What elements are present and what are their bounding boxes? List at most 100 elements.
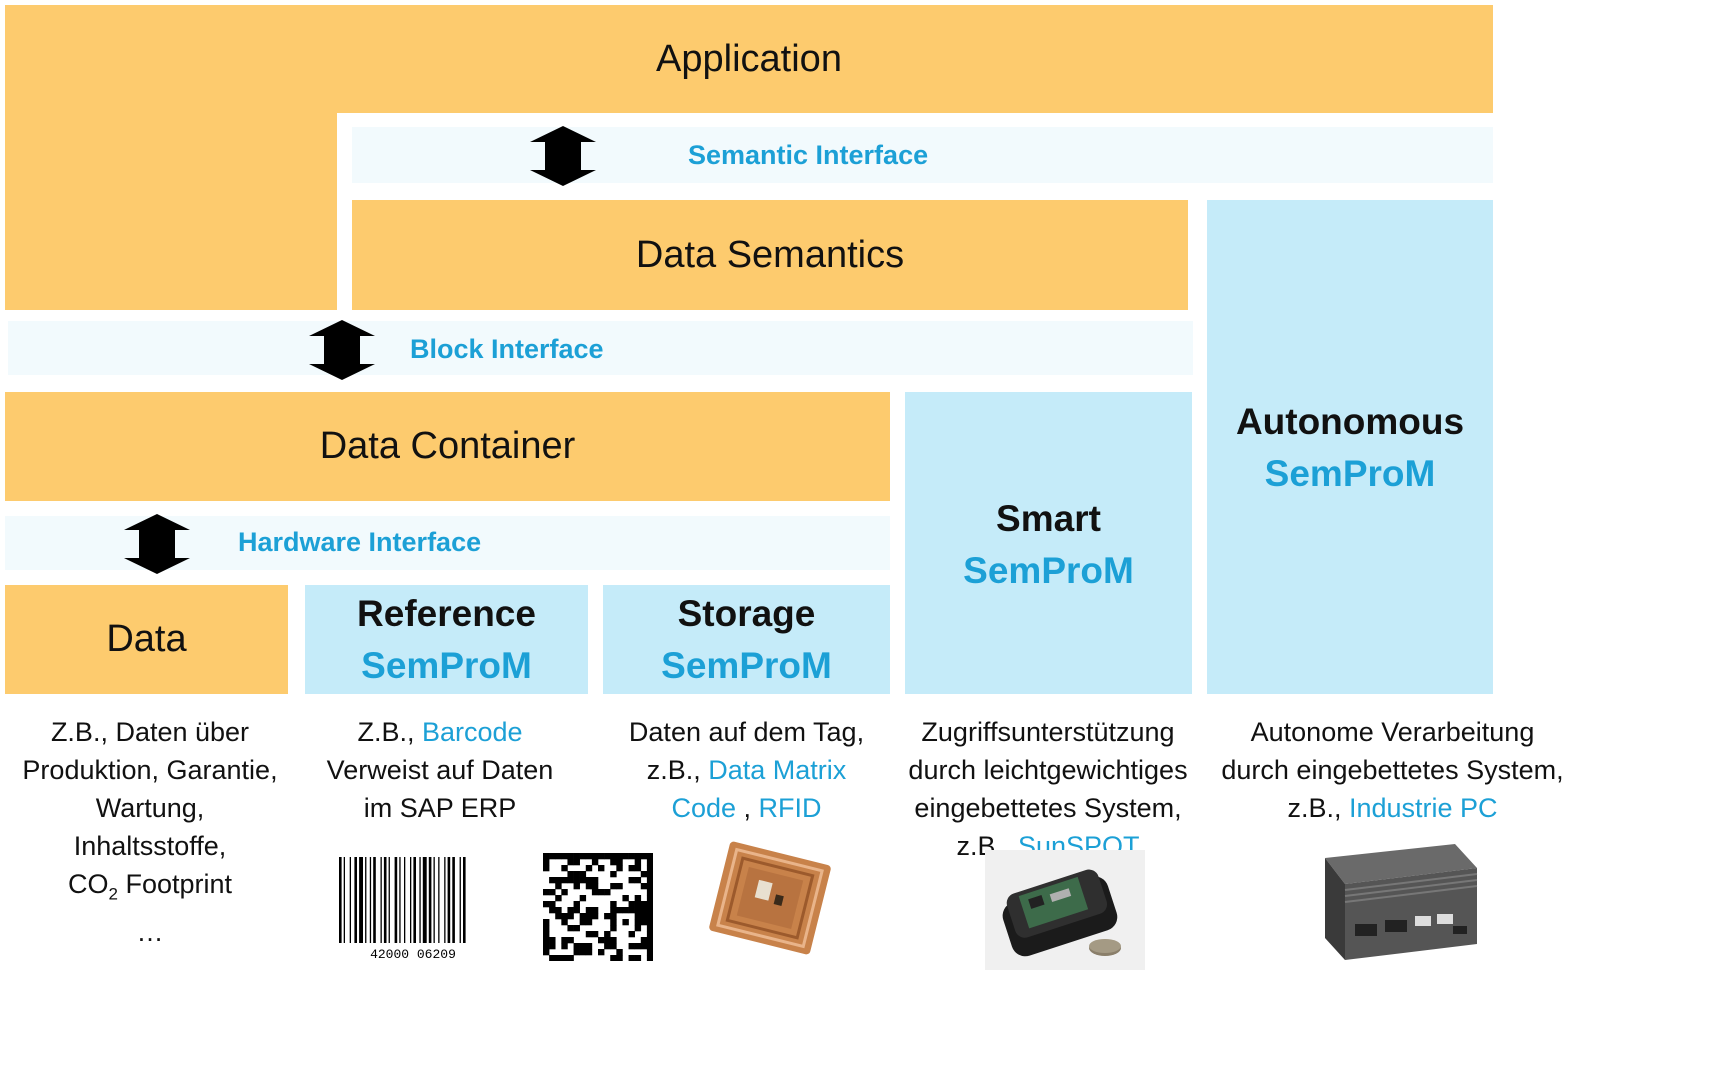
matrix-cell [567, 937, 574, 944]
matrix-cell [549, 889, 556, 896]
matrix-cell [640, 883, 648, 890]
barcode-bar [444, 857, 446, 943]
matrix-cell [585, 913, 593, 920]
desc-line: Verweist auf Daten [326, 755, 554, 785]
reference-semprom-block: Reference SemProM [305, 585, 588, 694]
matrix-cell [622, 919, 629, 926]
matrix-cell [598, 937, 605, 944]
barcode-bar [413, 857, 416, 943]
matrix-cell [573, 853, 580, 860]
matrix-cell [549, 877, 556, 884]
block-interface-label: Block Interface [410, 334, 604, 364]
matrix-cell [628, 943, 635, 950]
matrix-cell [610, 943, 617, 950]
matrix-cell [561, 877, 568, 884]
matrix-cell [573, 859, 580, 866]
desc-line: Zugriffsunterstützung [921, 717, 1175, 747]
matrix-cell [555, 883, 562, 890]
industrial-pc-image [1325, 844, 1478, 960]
barcode-bar [447, 857, 451, 943]
barcode-bar [422, 857, 427, 943]
matrix-cell [610, 853, 617, 860]
matrix-cell [561, 865, 568, 872]
desc-line: eingebettetes System, [914, 793, 1182, 823]
data-matrix-link[interactable]: Data Matrix [708, 755, 847, 785]
desc-line: Z.B., Barcode [300, 713, 580, 751]
industrie-pc-link[interactable]: Industrie PC [1348, 793, 1498, 823]
barcode-bar [419, 857, 421, 943]
matrix-cell [567, 859, 574, 866]
matrix-cell [561, 943, 568, 950]
matrix-cell [573, 943, 580, 950]
desc-line: Z.B., Daten über [50, 717, 250, 747]
matrix-cell [585, 943, 593, 950]
matrix-cell [610, 883, 617, 890]
matrix-cell [616, 907, 623, 914]
matrix-cell [567, 877, 574, 884]
matrix-cell [622, 907, 629, 914]
storage-subtitle: SemProM [661, 644, 832, 686]
desc-line: Inhaltsstoffe, [73, 831, 227, 861]
barcode-bar [463, 857, 466, 943]
reference-description: Z.B., Barcode Verweist auf Daten im SAP … [300, 713, 580, 827]
matrix-cell [591, 913, 599, 920]
matrix-cell [549, 943, 556, 950]
data-matrix-code-link[interactable]: Code [671, 793, 737, 823]
matrix-cell [567, 913, 574, 920]
matrix-cell [604, 943, 611, 950]
data-description: Z.B., Daten über Produktion, Garantie, W… [5, 713, 295, 951]
matrix-cell [598, 853, 605, 860]
desc-separator: , [736, 793, 759, 823]
barcode-link[interactable]: Barcode [421, 717, 523, 747]
matrix-cell [555, 907, 562, 914]
rfid-link[interactable]: RFID [758, 793, 822, 823]
matrix-cell [616, 853, 623, 860]
matrix-cell [579, 913, 587, 920]
matrix-cell [640, 937, 648, 944]
matrix-cell [610, 871, 617, 878]
data-layer: Data [5, 585, 288, 694]
data-semantics-label: Data Semantics [635, 233, 905, 276]
semantic-interface-label: Semantic Interface [688, 140, 929, 170]
matrix-cell [646, 955, 653, 961]
desc-line: Produktion, Garantie, [22, 755, 278, 785]
desc-prefix: Z.B., [357, 717, 422, 747]
data-container-label: Data Container [319, 425, 576, 467]
matrix-cell [561, 955, 568, 961]
matrix-cell [579, 853, 587, 860]
matrix-cell [634, 865, 642, 872]
matrix-cell [616, 883, 623, 890]
matrix-cell [628, 907, 635, 914]
matrix-cell [555, 853, 562, 860]
matrix-cell [604, 937, 611, 944]
matrix-cell [573, 883, 580, 890]
matrix-cell [585, 865, 593, 872]
matrix-cell [634, 913, 642, 920]
matrix-cell [567, 853, 574, 860]
matrix-cell [628, 853, 635, 860]
barcode-bar [438, 857, 440, 943]
matrix-cell [616, 949, 623, 956]
barcode-bar [380, 857, 382, 943]
autonomous-semprom-block: Autonomous SemProM [1207, 200, 1493, 694]
desc-line: Code , RFID [600, 789, 893, 827]
matrix-cell [628, 865, 635, 872]
matrix-cell [543, 859, 550, 866]
matrix-cell [646, 883, 653, 890]
barcode-bar [343, 857, 345, 943]
matrix-cell [549, 955, 556, 961]
matrix-cell [591, 853, 599, 860]
matrix-cell [591, 883, 599, 890]
matrix-cell [543, 937, 550, 944]
barcode-bar [354, 857, 357, 943]
barcode-bar [433, 857, 435, 943]
matrix-cell [640, 871, 648, 878]
desc-line: Daten auf dem Tag, [628, 717, 865, 747]
sunspot-device-image [985, 850, 1145, 970]
matrix-cell [634, 907, 642, 914]
block-interface-band [8, 321, 1193, 375]
matrix-cell [634, 955, 642, 961]
matrix-cell [598, 949, 605, 956]
matrix-cell [646, 937, 653, 944]
application-label: Application [656, 37, 842, 80]
